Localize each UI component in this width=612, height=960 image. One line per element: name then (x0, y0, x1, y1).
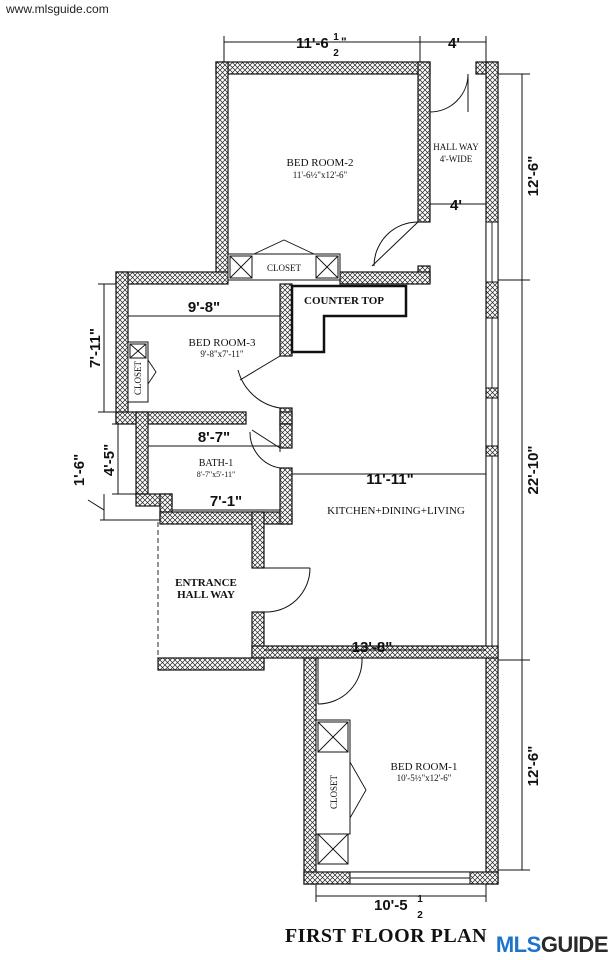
wall-bed1-top (251, 645, 499, 659)
svg-text:10'-5: 10'-5 (374, 897, 408, 914)
wall-bed3-top-right (339, 271, 431, 285)
room-bed1-name: BED ROOM-1 (391, 761, 458, 773)
wall-bed1-left (303, 657, 317, 885)
svg-text:9'-8": 9'-8" (188, 299, 220, 316)
wall-bed2-left (215, 61, 229, 281)
dim-bath: 8'-7" 7'-1" (147, 429, 281, 511)
closet-bed2: CLOSET (227, 239, 341, 281)
logo-part2: GUIDE (540, 932, 609, 957)
logo-part1: MLS (495, 932, 541, 957)
room-kitchen-name: KITCHEN+DINING+LIVING (327, 505, 465, 517)
doors (237, 73, 469, 705)
room-bed3-size: 9'-8"x7'-11" (200, 349, 244, 359)
svg-text:12'-6": 12'-6" (525, 746, 542, 787)
wall-bed3-top-left (115, 271, 229, 285)
room-bed2-name: BED ROOM-2 (287, 157, 354, 169)
door-bed3 (237, 355, 281, 409)
wall-bath-left (135, 411, 149, 497)
svg-text:22'-10": 22'-10" (525, 445, 542, 494)
room-bath-size: 8'-7"x5'-11" (197, 470, 235, 479)
room-bath-name: BATH-1 (199, 458, 233, 469)
svg-text:1'-6": 1'-6" (71, 454, 88, 486)
door-hall-top (429, 73, 469, 113)
room-bed2-size: 11'-6½"x12'-6" (293, 170, 348, 180)
svg-text:2: 2 (333, 48, 339, 59)
dim-bed3-width: 9'-8" (127, 299, 281, 322)
dim-kitchen: 11'-11" (291, 468, 486, 488)
wall-entrance-upper (251, 511, 265, 569)
dim-right: 12'-6" 22'-10" 12'-6" (498, 73, 542, 871)
wall-bed2-top (215, 61, 431, 75)
svg-text:1: 1 (333, 32, 339, 43)
room-hall-name: HALL WAY (433, 142, 479, 152)
dim-hall-mid: 4' (430, 197, 486, 214)
svg-text:2: 2 (417, 910, 423, 921)
wall-bed3-left (115, 271, 129, 423)
dim-bottom-width: 10'-5 1 2 (315, 884, 487, 921)
closet-bed3-label: CLOSET (133, 361, 143, 396)
room-entrance-line1: ENTRANCE (175, 577, 237, 589)
dim-entry: 13'-8" (264, 639, 486, 656)
door-entrance (263, 567, 311, 613)
room-bed1-size: 10'-5½"x12'-6" (397, 773, 452, 783)
svg-text:12'-6": 12'-6" (525, 156, 542, 197)
svg-text:4'-5": 4'-5" (101, 444, 118, 476)
svg-text:11'-6: 11'-6 (296, 35, 329, 52)
wall-bed3-right-upper (279, 283, 293, 357)
closet-bed3: CLOSET (127, 341, 157, 403)
dim-left: 7'-11" 4'-5" 1'-6" (71, 283, 160, 521)
wall-entrance-bottom (157, 657, 265, 671)
svg-text:1: 1 (417, 894, 423, 905)
counter-top: COUNTER TOP (290, 284, 408, 354)
wall-bath-right-upper (279, 423, 293, 449)
door-bed1 (317, 657, 363, 705)
wall-bath-right-lower (279, 467, 293, 525)
plan-title: FIRST FLOOR PLAN (285, 925, 487, 947)
wall-bath-top-right (279, 411, 293, 425)
svg-text:4': 4' (448, 35, 460, 52)
closet-bed1-label: CLOSET (329, 775, 339, 810)
watermark-url: www.mlsguide.com (6, 2, 109, 16)
room-entrance-line2: HALL WAY (177, 589, 235, 601)
svg-text:11'-11": 11'-11" (366, 471, 413, 488)
room-hall-size: 4'-WIDE (440, 154, 473, 164)
svg-text:4': 4' (450, 197, 462, 214)
wall-bath-bottom (159, 511, 293, 525)
closet-bed1: CLOSET (315, 719, 367, 865)
wall-bed2-right-upper (417, 61, 431, 223)
svg-text:13'-8": 13'-8" (352, 639, 393, 656)
svg-text:7'-11": 7'-11" (87, 328, 104, 368)
windows (349, 221, 499, 885)
svg-text:7'-1": 7'-1" (210, 493, 242, 510)
mlsguide-logo: MLSGUIDE (495, 932, 609, 958)
closet-bed2-label: CLOSET (267, 263, 302, 273)
svg-text:8'-7": 8'-7" (198, 429, 230, 446)
svg-text:": " (341, 35, 347, 49)
door-bed2 (371, 221, 419, 267)
counter-top-label: COUNTER TOP (304, 295, 384, 307)
door-bath (249, 429, 281, 469)
dim-top-width: 11'-6 1 2 " (223, 32, 421, 62)
dim-hall-top: 4' (420, 35, 487, 62)
room-bed3-name: BED ROOM-3 (189, 337, 256, 349)
